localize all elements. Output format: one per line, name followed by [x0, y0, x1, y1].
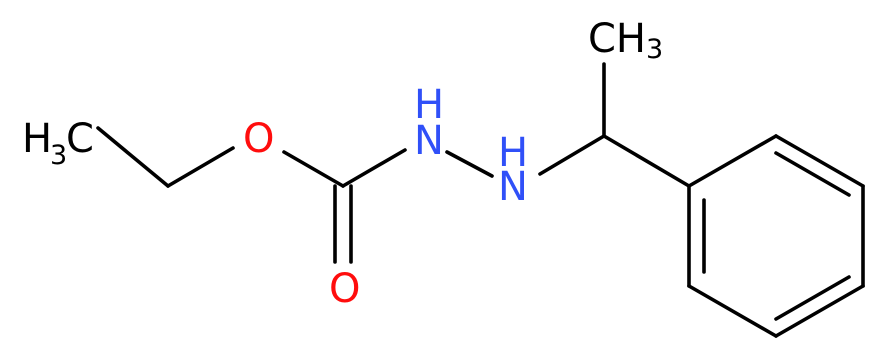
bond-carbonyl-c-nh-upper — [341, 148, 407, 188]
nh-lower-n-label: N — [498, 164, 528, 210]
ring-bond-2 — [774, 134, 865, 188]
bond-nh-nh — [445, 150, 494, 178]
nh-upper-h-label: H — [414, 82, 444, 128]
ch3-top-ch: CH — [588, 16, 646, 62]
benzene-ring — [687, 134, 865, 338]
bond-ch3-ch2 — [96, 126, 170, 188]
ch3-left-h: H — [22, 116, 52, 162]
ring-inner-2 — [774, 151, 851, 197]
ch3-top-label: CH 3 — [588, 16, 663, 65]
bond-nh-lower-ch — [538, 134, 606, 176]
ring-inner-3 — [774, 275, 851, 321]
ring-bond-4 — [774, 284, 865, 338]
ch3-left-label: H 3 C — [22, 116, 94, 171]
bond-ch2-ester-o — [166, 146, 235, 188]
ring-bond-1 — [687, 134, 778, 188]
bond-ch-phenyl — [602, 134, 691, 188]
ester-oxygen-label: O — [243, 116, 274, 162]
bond-ester-o-carbonyl-c — [282, 150, 345, 188]
ring-bond-5 — [687, 284, 778, 338]
nh-lower-h-label: H — [498, 130, 528, 176]
ch3-left-subscript: 3 — [50, 140, 67, 171]
nh-upper-n-label: N — [414, 118, 444, 164]
atom-labels: H 3 C O O H N H N CH 3 — [22, 16, 663, 312]
ch3-left-c: C — [66, 116, 94, 162]
carbonyl-oxygen-label: O — [329, 266, 360, 312]
bonds — [96, 62, 865, 338]
ch3-top-subscript: 3 — [646, 34, 663, 65]
